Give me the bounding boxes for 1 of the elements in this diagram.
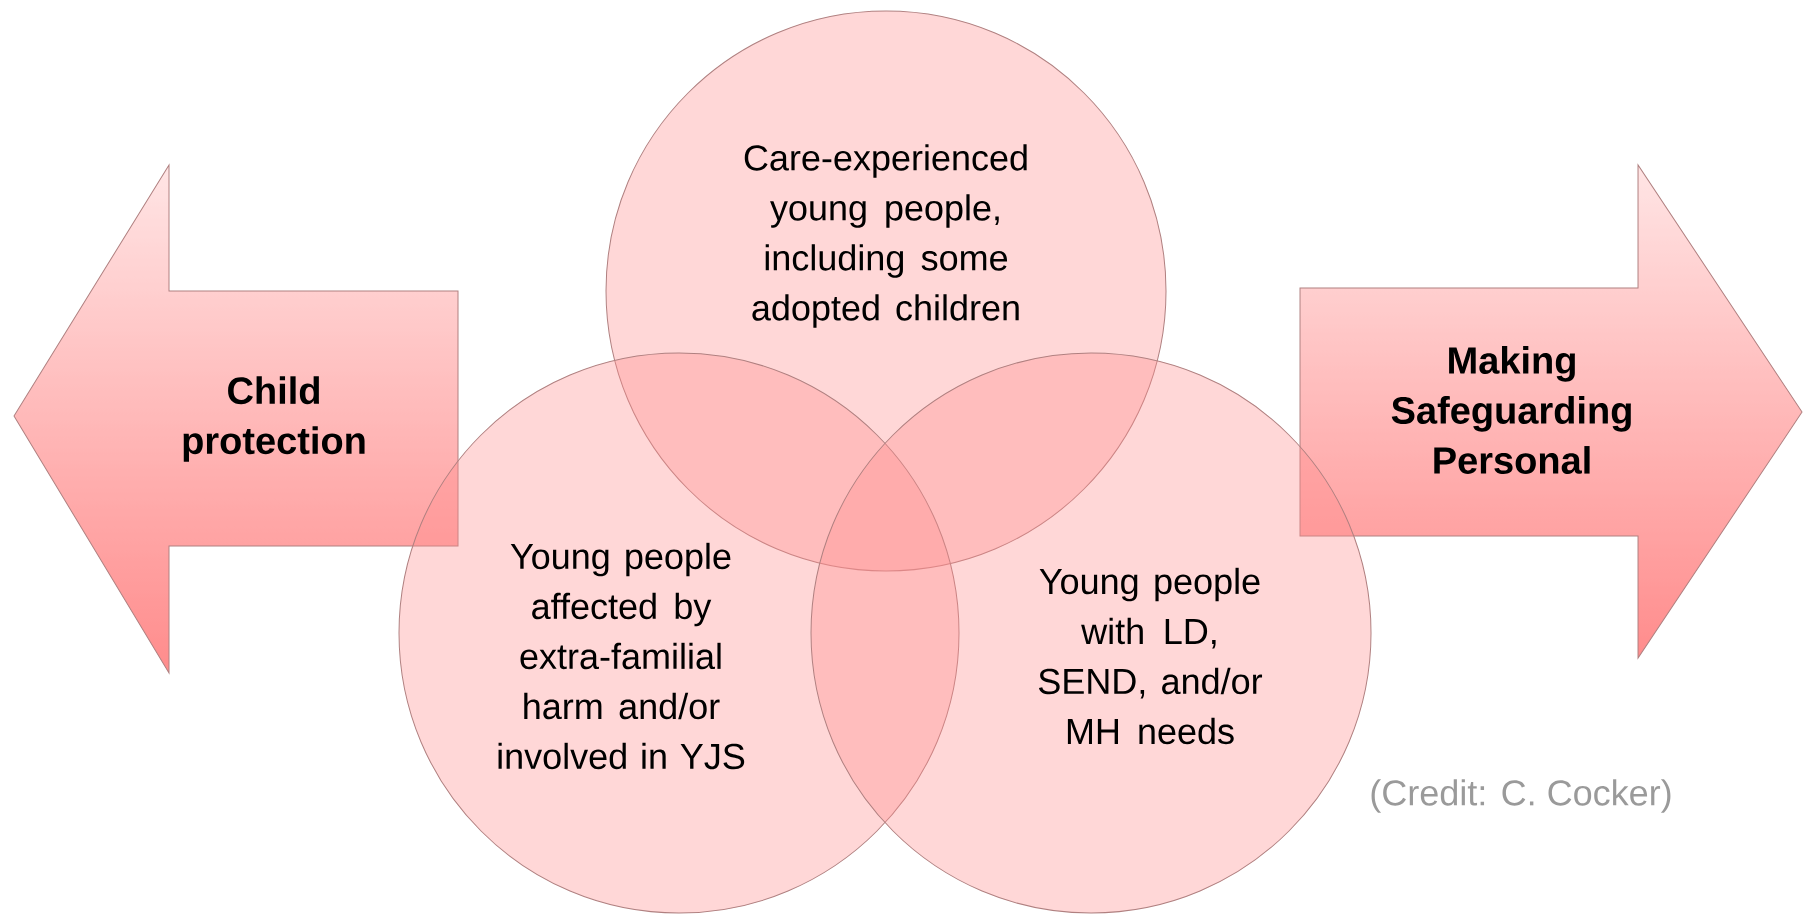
credit-note: (Credit: C. Cocker) — [1371, 779, 1671, 813]
